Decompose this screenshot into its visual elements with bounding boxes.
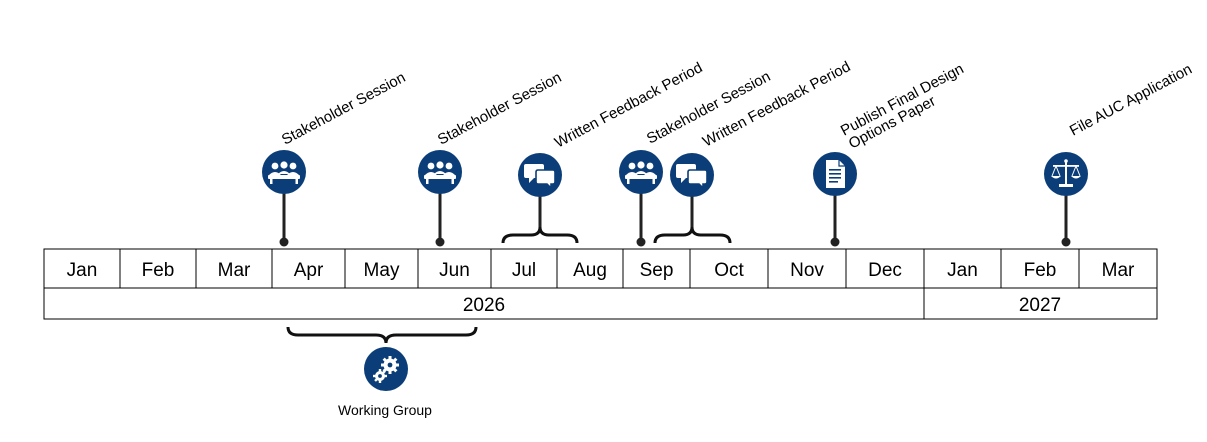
month-label: Mar bbox=[218, 260, 251, 281]
month-label: Jan bbox=[67, 260, 98, 281]
month-label: Sep bbox=[640, 260, 674, 281]
milestone-dot bbox=[435, 237, 445, 247]
milestone-stakeholder-session-1: Stakeholder Session bbox=[262, 69, 408, 247]
document-icon bbox=[825, 159, 846, 189]
milestone-dot bbox=[279, 237, 289, 247]
year-row: 2026 2027 bbox=[43, 287, 1158, 320]
month-label: Nov bbox=[790, 260, 824, 281]
month-label: Dec bbox=[868, 260, 902, 281]
milestone-dot bbox=[1061, 237, 1071, 247]
year-label-2027: 2027 bbox=[1019, 295, 1061, 316]
month-label: Oct bbox=[714, 260, 744, 281]
month-row: Jan Feb Mar Apr May Jun Jul Aug Sep Oct … bbox=[43, 248, 1158, 289]
working-group: Working Group bbox=[286, 326, 478, 418]
month-label: Aug bbox=[573, 260, 607, 281]
milestone-file-auc-application: File AUC Application bbox=[1044, 61, 1195, 247]
month-label: Mar bbox=[1102, 260, 1135, 281]
year-label-2026: 2026 bbox=[463, 295, 505, 316]
month-label: Jan bbox=[947, 260, 978, 281]
milestone-publish-paper: Publish Final Design Options Paper bbox=[813, 60, 967, 247]
period-brace bbox=[286, 326, 478, 344]
month-label: Jun bbox=[439, 260, 470, 281]
milestone-dot bbox=[830, 237, 840, 247]
period-brace bbox=[501, 226, 579, 244]
month-label: Apr bbox=[294, 260, 324, 281]
year-row-border bbox=[43, 287, 1158, 320]
milestone-label: Written Feedback Period bbox=[552, 59, 706, 151]
month-label: Feb bbox=[142, 260, 175, 281]
month-label: Feb bbox=[1024, 260, 1057, 281]
month-label: Jul bbox=[512, 260, 536, 281]
milestone-label: Stakeholder Session bbox=[279, 69, 408, 149]
working-group-label: Working Group bbox=[338, 402, 432, 418]
milestone-label: Stakeholder Session bbox=[435, 69, 564, 149]
period-brace bbox=[653, 226, 732, 244]
month-label: May bbox=[364, 260, 400, 281]
milestone-label-line1: Publish Final Design bbox=[838, 60, 967, 139]
milestone-dot bbox=[636, 237, 646, 247]
milestone-label: File AUC Application bbox=[1067, 61, 1195, 140]
